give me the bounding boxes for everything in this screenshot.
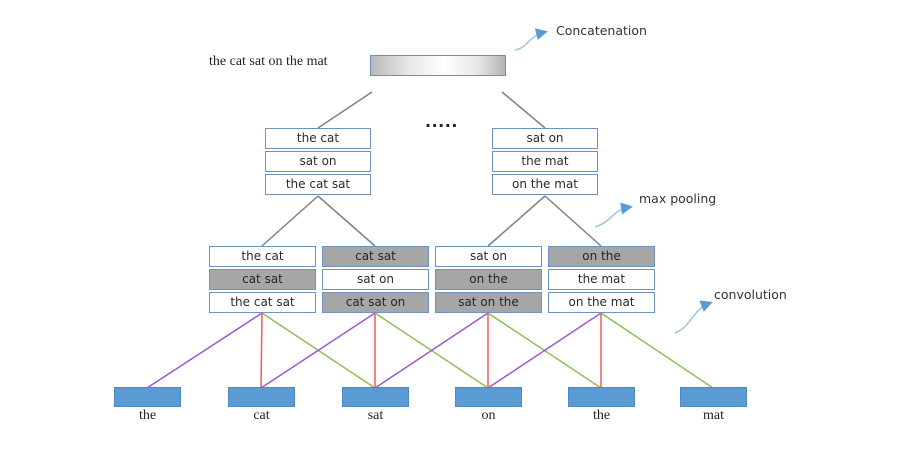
word-embedding-cat [228,387,295,407]
pooled-cell: the cat sat [265,174,371,195]
pool-edge [317,195,376,247]
max-pooling-arrow-icon [594,202,633,228]
conv-stack-2: cat sat sat on cat sat on [322,246,429,313]
tree-line-concat-to-pooled-left [317,91,373,129]
conv-cell: on the [435,269,542,290]
conv-edge-left [146,312,263,389]
conv-cell: sat on the [435,292,542,313]
word-label: sat [367,408,384,423]
pooled-cell: on the mat [492,174,598,195]
concatenation-arrow-icon [514,28,548,51]
word-label: on [481,408,496,423]
word-embedding-the [114,387,181,407]
conv-stack-4: on the the mat on the mat [548,246,655,313]
pooled-cell: sat on [492,128,598,149]
conv-cell: the cat [209,246,316,267]
word-embedding-sat [342,387,409,407]
word-label: cat [253,408,270,423]
input-sentence: the cat sat on the mat [209,54,328,69]
convolution-arrow-icon [674,300,713,334]
conv-cell: the cat sat [209,292,316,313]
conv-cell: sat on [322,269,429,290]
word-label: mat [703,408,724,423]
conv-edge-left [260,312,376,389]
pooled-cell: the cat [265,128,371,149]
convolution-label: convolution [714,287,787,302]
conv-cell: cat sat [322,246,429,267]
conv-cell: cat sat [209,269,316,290]
conv-edge-left [374,312,489,389]
word-label: the [592,408,611,423]
pooled-stack-left: the cat sat on the cat sat [265,128,371,195]
word-embedding-on [455,387,522,407]
conv-cell: on the [548,246,655,267]
pool-edge [487,195,546,247]
pooled-stack-right: sat on the mat on the mat [492,128,598,195]
pool-edge [261,195,319,247]
max-pooling-label: max pooling [639,191,717,206]
word-label: the [138,408,157,423]
word-embedding-the-2 [568,387,635,407]
conv-cell: the mat [548,269,655,290]
pool-edge [544,195,602,247]
conv-stack-3: sat on on the sat on the [435,246,542,313]
concatenation-vector [370,55,506,76]
conv-cell: sat on [435,246,542,267]
conv-edge-center [260,312,263,389]
conv-cell: on the mat [548,292,655,313]
conv-stack-1: the cat cat sat the cat sat [209,246,316,313]
conv-edge-left [487,312,602,389]
conv-edge-right [600,312,714,389]
pooled-cell: sat on [265,151,371,172]
pooled-cell: the mat [492,151,598,172]
concatenation-label: Concatenation [556,23,647,38]
tree-line-concat-to-pooled-right [501,91,546,129]
word-embedding-mat [680,387,747,407]
ellipsis: ..... [425,112,458,131]
conv-cell: cat sat on [322,292,429,313]
